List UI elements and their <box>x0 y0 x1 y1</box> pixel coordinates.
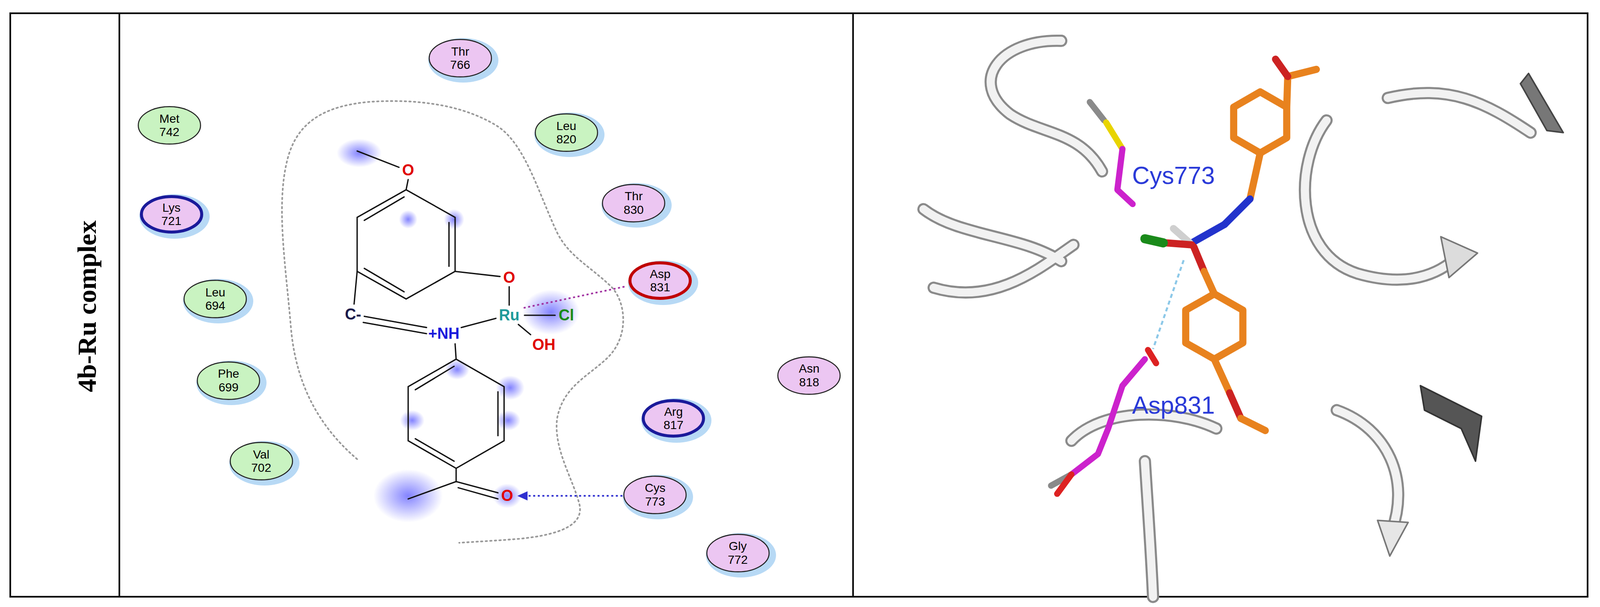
residue-name: Leu 820 <box>556 119 577 147</box>
atom-label: O <box>503 269 516 287</box>
atom-label: C- <box>344 305 362 323</box>
residue-name: Met 742 <box>159 112 180 140</box>
residue-disc: Asn 818 <box>777 356 841 395</box>
ligand-structure <box>354 151 556 499</box>
atom-label: OH <box>532 336 556 354</box>
table-frame <box>10 13 1588 597</box>
residue-name: Gly 772 <box>727 539 748 567</box>
residue-name: Leu 694 <box>205 285 226 313</box>
row-header: 4b-Ru complex <box>72 220 102 392</box>
surface-blobs <box>336 138 580 523</box>
residue-disc: Gly 772 <box>706 533 770 573</box>
atom-label: Ru <box>498 306 520 324</box>
residue-name: Asp 831 <box>649 267 671 295</box>
residue-name: Thr 766 <box>450 44 471 72</box>
docking-contact <box>1152 260 1184 350</box>
residue-name: Cys 773 <box>644 481 666 509</box>
residue-disc: Thr 830 <box>601 183 666 223</box>
residue-disc: Phe 699 <box>196 361 261 400</box>
residue-name: Asn 818 <box>798 361 820 389</box>
residue-disc: Thr 766 <box>428 38 492 78</box>
residue-name: Phe 699 <box>217 367 240 395</box>
residue-name: Lys 721 <box>161 201 182 229</box>
protein-ribbons <box>923 40 1564 597</box>
residue-name: Val 702 <box>251 447 272 475</box>
atom-label: +NH <box>428 325 460 343</box>
residue-disc: Arg 817 <box>641 399 706 438</box>
atom-label: O <box>402 162 415 180</box>
hbond-arrow <box>517 491 623 501</box>
pocket-contour <box>281 100 624 543</box>
residue-name: Thr 830 <box>623 189 644 217</box>
residue-disc: Met 742 <box>137 106 202 145</box>
residue-name: Arg 817 <box>663 405 684 433</box>
atom-label: Cl <box>558 306 575 324</box>
residue-label: Asp831 <box>1131 391 1215 419</box>
residue-disc: Asp 831 <box>628 261 692 300</box>
residue-sticks <box>1051 102 1157 495</box>
residue-disc: Lys 721 <box>139 195 204 234</box>
atom-label: O <box>500 487 513 505</box>
residue-label: Cys773 <box>1131 162 1215 190</box>
metal-contact <box>522 286 625 309</box>
residue-disc: Leu 820 <box>534 113 599 152</box>
residue-disc: Val 702 <box>229 441 294 481</box>
ligand-sticks <box>1144 59 1317 431</box>
residue-disc: Leu 694 <box>183 279 247 319</box>
residue-disc: Cys 773 <box>623 475 687 515</box>
